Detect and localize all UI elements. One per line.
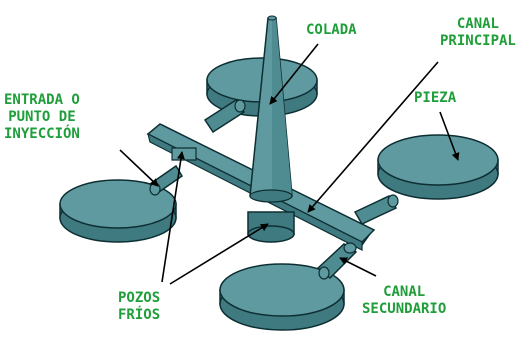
cold-well-center: [247, 211, 295, 243]
secondary-runner-bottom: [316, 242, 358, 280]
arrow-colada: [269, 43, 319, 105]
arrow-canal-secundario: [339, 257, 377, 277]
arrow-pozo-center: [169, 223, 269, 285]
sprue-cone: [249, 15, 293, 203]
label-colada-line: COLADA: [306, 22, 357, 38]
label-pozos-frios: POZOS FRÍOS: [118, 290, 160, 324]
label-pozos-frios-line2: FRÍOS: [118, 307, 161, 323]
part-disc-right: [377, 134, 499, 200]
secondary-runner-right: [353, 194, 399, 225]
label-canal-principal-line2: PRINCIPAL: [440, 33, 516, 49]
label-entrada-line2: PUNTO DE: [8, 109, 76, 125]
secondary-runner-left: [148, 164, 184, 196]
arrow-pieza: [439, 111, 460, 161]
part-disc-bottom: [219, 263, 345, 331]
label-canal-principal: CANAL PRINCIPAL: [440, 16, 516, 50]
label-canal-principal-line1: CANAL: [456, 16, 499, 32]
callout-arrows: [119, 43, 460, 285]
label-colada: COLADA: [306, 22, 357, 39]
cold-well-left: [171, 147, 197, 161]
label-entrada-line3: INYECCIÓN: [4, 126, 80, 142]
arrow-canal-principal: [307, 61, 439, 213]
part-disc-left: [59, 179, 177, 243]
label-pozos-frios-line1: POZOS: [118, 290, 161, 306]
label-canal-secundario-line1: CANAL: [383, 284, 426, 300]
label-entrada: ENTRADA O PUNTO DE INYECCIÓN: [4, 92, 80, 143]
arrow-entrada: [119, 149, 159, 187]
secondary-runner-top: [203, 98, 246, 134]
label-canal-secundario: CANAL SECUNDARIO: [362, 284, 446, 318]
label-canal-secundario-line2: SECUNDARIO: [362, 301, 447, 317]
label-pieza: PIEZA: [414, 90, 456, 107]
label-pieza-line: PIEZA: [414, 90, 457, 106]
label-entrada-line1: ENTRADA O: [4, 92, 80, 108]
arrow-pozo-left: [161, 151, 185, 283]
